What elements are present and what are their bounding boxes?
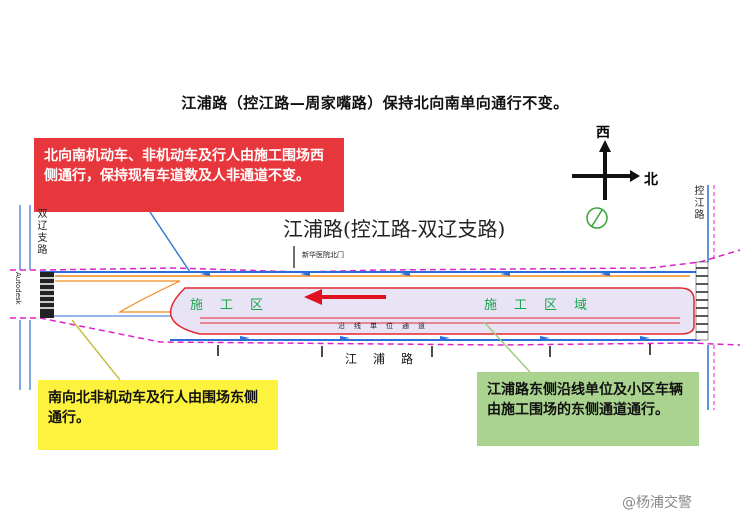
leader-green	[483, 321, 531, 373]
survey-mark-icon	[586, 207, 608, 229]
inner-strip-label: 沿 线 单 位 通 道	[338, 322, 426, 330]
callout-east-units: 江浦路东侧沿线单位及小区车辆由施工围场的东侧通道通行。	[477, 372, 699, 446]
road-label-bottom: 江 浦 路	[345, 352, 416, 366]
callout-west-side: 北向南机动车、非机动车及行人由施工围场西侧通行，保持现有车道数及人非通道不变。	[34, 138, 344, 212]
right-road-label: 控江路	[692, 185, 703, 221]
zone-label-west: 施 工 区	[190, 298, 266, 313]
road-edge-bottom	[10, 317, 741, 346]
road-edge-top	[10, 249, 741, 273]
left-road-small-label: Autodesk	[14, 272, 22, 305]
lane-orange-2	[55, 280, 690, 313]
left-road-label: 双辽支路	[35, 208, 46, 256]
direction-arrow-head	[304, 289, 322, 305]
callout-east-nonmotor: 南向北非机动车及行人由围场东侧通行。	[38, 380, 278, 450]
bottom-arrows	[217, 344, 651, 357]
gate-label: 新华医院北门	[302, 251, 344, 259]
watermark: @杨浦交警	[622, 495, 692, 511]
segment-name: 江浦路(控江路-双辽支路)	[283, 217, 506, 241]
right-road	[695, 185, 715, 410]
compass-icon	[572, 140, 640, 200]
lane-arrows	[200, 272, 650, 340]
leader-yellow	[71, 319, 121, 381]
left-crosswalk	[40, 272, 54, 318]
leader-red	[149, 211, 191, 273]
compass-west-label: 西	[596, 125, 610, 141]
left-road	[19, 205, 31, 390]
page-title: 江浦路（控江路—周家嘴路）保持北向南单向通行不变。	[181, 94, 569, 112]
compass-north-label: 北	[644, 172, 658, 188]
zone-label-east: 施 工 区 域	[484, 298, 590, 313]
